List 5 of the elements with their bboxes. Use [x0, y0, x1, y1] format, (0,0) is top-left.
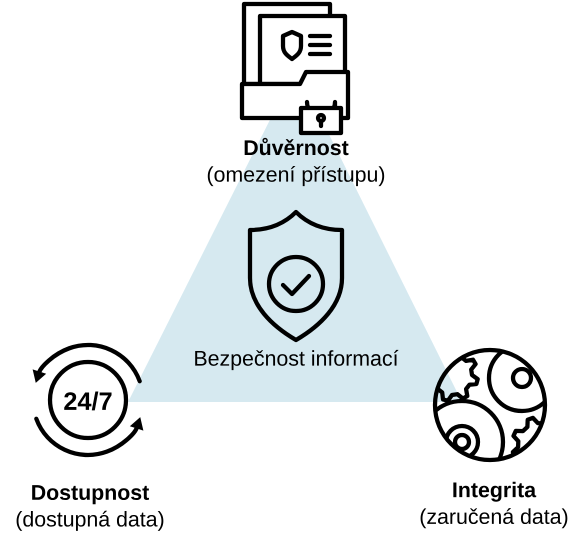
caption-text: Důvěrnost (omezení přístupu) — [208, 138, 384, 186]
availability-label: 24/7 — [64, 392, 112, 410]
center-text: Bezpečnost informací — [195, 350, 398, 370]
caption-text: Dostupnost (dostupná data) — [16, 485, 164, 531]
caption-text: Integrita (zaručená data) — [420, 482, 568, 528]
